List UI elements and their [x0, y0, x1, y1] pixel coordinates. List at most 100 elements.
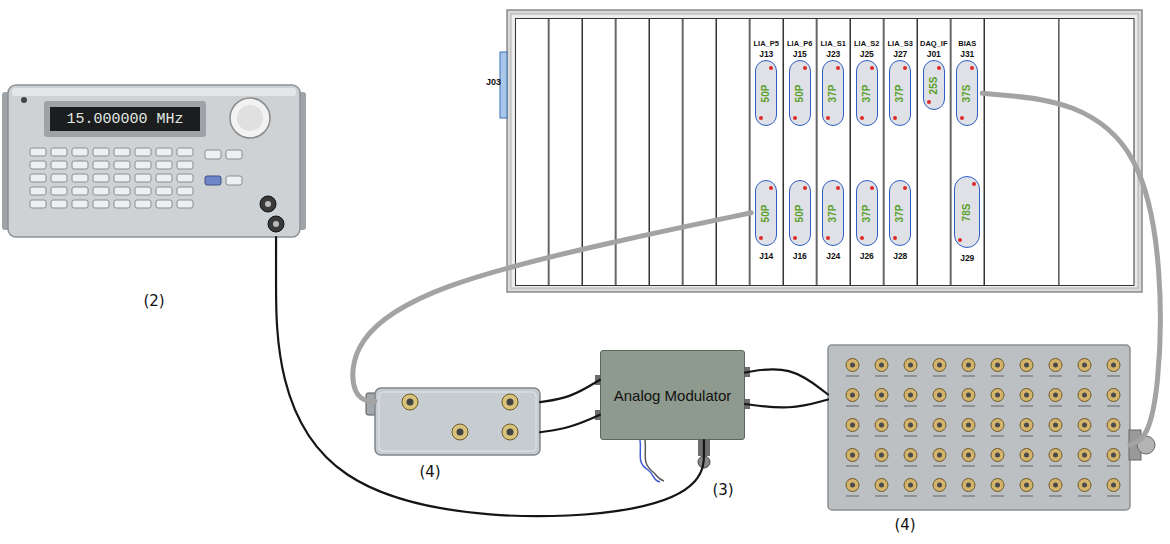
rack-module: LIA_S137PJ2337PJ24 [817, 18, 851, 286]
connector-type: 37P [895, 204, 906, 222]
connector-type: 78S [962, 203, 973, 221]
rack-slot [985, 19, 1060, 286]
bnc-pin [507, 399, 514, 406]
rack-bezel [511, 14, 1138, 288]
text-holder: 37P [890, 181, 910, 245]
connector-shell: 37S [956, 60, 978, 126]
front-key [205, 176, 221, 185]
rack-housing [507, 10, 1142, 292]
instrument-body [8, 85, 300, 237]
pin-marker [803, 66, 807, 70]
bnc-pin [507, 429, 514, 436]
text-holder: J26 [848, 250, 886, 261]
text-holder: LIA_P6 [779, 38, 821, 48]
pin-marker [893, 236, 897, 240]
connector-shell: 50P [755, 180, 777, 246]
breakout-board-drawing [828, 345, 1155, 510]
text-holder: 50P [756, 61, 776, 125]
text-holder: 37P [823, 181, 843, 245]
breakout-box: (4) [375, 388, 540, 455]
cable [982, 93, 1160, 445]
pin-marker [860, 236, 864, 240]
modulator-box: Analog Modulator [600, 350, 745, 440]
connector-shell: 37P [889, 60, 911, 126]
connector-type: 37P [861, 204, 872, 222]
cable [353, 213, 751, 402]
connector-label: J01 [927, 49, 941, 59]
label-holder: (3) [708, 480, 738, 500]
pin-marker [793, 116, 797, 120]
connector-shell: 37P [889, 180, 911, 246]
knob-cap [237, 105, 263, 131]
pin-marker [759, 236, 763, 240]
text-holder: J01 [915, 48, 953, 59]
bnc-jack [452, 424, 468, 440]
function-generator-drawing [2, 85, 306, 237]
power-wire [645, 440, 664, 481]
bnc-output [268, 216, 284, 232]
side-connector [500, 52, 507, 118]
pin-marker [960, 116, 964, 120]
pin-marker [836, 66, 840, 70]
connector-label: J26 [860, 251, 874, 261]
pin-marker [903, 66, 907, 70]
breakout-board: (4) [828, 345, 1130, 510]
rack-module: DAQ_IF25SJ01 [917, 18, 951, 286]
connector-shell: 37P [822, 60, 844, 126]
text-holder: J03 [471, 76, 501, 88]
display-bezel [44, 101, 206, 137]
connector-type: 37P [895, 84, 906, 102]
bnc-pin [273, 221, 279, 227]
text-holder: (4) [405, 462, 455, 482]
input-jack [698, 456, 710, 468]
module-name: DAQ_IF [920, 39, 948, 48]
pin-marker [870, 186, 874, 190]
display-readout: 15.000000 MHz [66, 111, 183, 128]
text-holder: (4) [880, 515, 930, 535]
bnc-jack [502, 424, 518, 440]
text-holder: 37P [890, 61, 910, 125]
connector-shell: 50P [789, 60, 811, 126]
module-name: BIAS [958, 39, 976, 48]
board-plate [828, 345, 1130, 510]
panel-connector: 37PJ28 [885, 180, 915, 262]
connector-label: J13 [759, 49, 773, 59]
connector-type: 37P [861, 84, 872, 102]
text-holder: J29 [948, 252, 986, 263]
pin-marker [826, 236, 830, 240]
text-holder: J15 [781, 48, 819, 59]
text-holder: J25 [848, 48, 886, 59]
connector-shell: 37P [856, 180, 878, 246]
panel-connector: 37PJ23 [818, 48, 848, 126]
pin-marker [769, 186, 773, 190]
rack-module: BIAS37SJ3178SJ29 [951, 18, 985, 286]
bnc-pin [407, 399, 414, 406]
connector-label: J03 [486, 77, 501, 87]
pin-marker [958, 238, 962, 242]
pin-marker [769, 66, 773, 70]
bnc-jack [402, 394, 418, 410]
pin-marker [927, 100, 931, 104]
bnc-pin [265, 201, 271, 207]
connector-label: J27 [893, 49, 907, 59]
rack-module: LIA_S3 37P J27 37PJ28 [884, 18, 918, 286]
connector-type: 50P [794, 84, 805, 102]
callout-number: (2) [143, 292, 164, 310]
connector-shell: 37P [822, 180, 844, 246]
panel-connector: 37P J27 [885, 48, 915, 126]
pin-marker [972, 182, 976, 186]
front-key [226, 150, 242, 159]
pin-marker [836, 186, 840, 190]
module-name: LIA_S3 [888, 39, 913, 48]
panel-connector: 25SJ01 [919, 48, 949, 110]
box-highlight [379, 392, 536, 451]
text-holder: J23 [814, 48, 852, 59]
cable [276, 237, 704, 516]
keypad [28, 146, 196, 211]
text-holder: 78S [955, 177, 979, 247]
breakout-box-drawing [366, 388, 540, 455]
display [50, 107, 200, 131]
input-port [698, 440, 710, 456]
module-name: Analog Modulator [614, 387, 732, 404]
